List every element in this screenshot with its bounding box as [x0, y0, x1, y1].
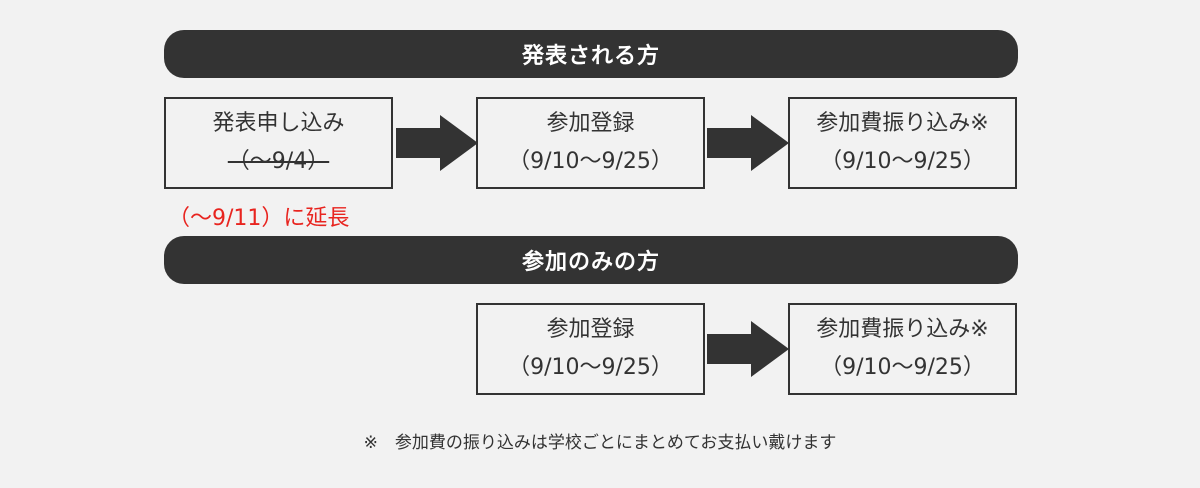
step-date: （9/10〜9/25） — [820, 149, 985, 174]
presenters-banner-title: 発表される方 — [521, 44, 660, 69]
step-label: 参加登録 — [546, 111, 635, 136]
step-label: 参加費振り込み※ — [816, 317, 989, 342]
attendees-banner-title: 参加のみの方 — [521, 250, 660, 275]
extension-note: （〜9/11）に延長 — [168, 206, 350, 231]
step-registration: 参加登録 （9/10〜9/25） — [476, 97, 705, 189]
step-label: 参加費振り込み※ — [816, 111, 989, 136]
step-date: （9/10〜9/25） — [820, 355, 985, 380]
presenters-banner: 発表される方 — [164, 30, 1018, 78]
step-payment: 参加費振り込み※ （9/10〜9/25） — [788, 303, 1017, 395]
arrow-right-icon — [707, 115, 789, 171]
attendees-banner: 参加のみの方 — [164, 236, 1018, 284]
step-apply-presentation: 発表申し込み （〜9/4） — [164, 97, 393, 189]
step-date: （9/10〜9/25） — [508, 355, 673, 380]
step-date: （9/10〜9/25） — [508, 149, 673, 174]
step-label: 参加登録 — [546, 317, 635, 342]
step-payment: 参加費振り込み※ （9/10〜9/25） — [788, 97, 1017, 189]
footnote: ※ 参加費の振り込みは学校ごとにまとめてお支払い戴けます — [363, 433, 837, 453]
arrow-right-icon — [396, 115, 478, 171]
step-date-struck: （〜9/4） — [227, 149, 330, 174]
arrow-right-icon — [707, 321, 789, 377]
step-registration: 参加登録 （9/10〜9/25） — [476, 303, 705, 395]
step-label: 発表申し込み — [212, 111, 345, 136]
